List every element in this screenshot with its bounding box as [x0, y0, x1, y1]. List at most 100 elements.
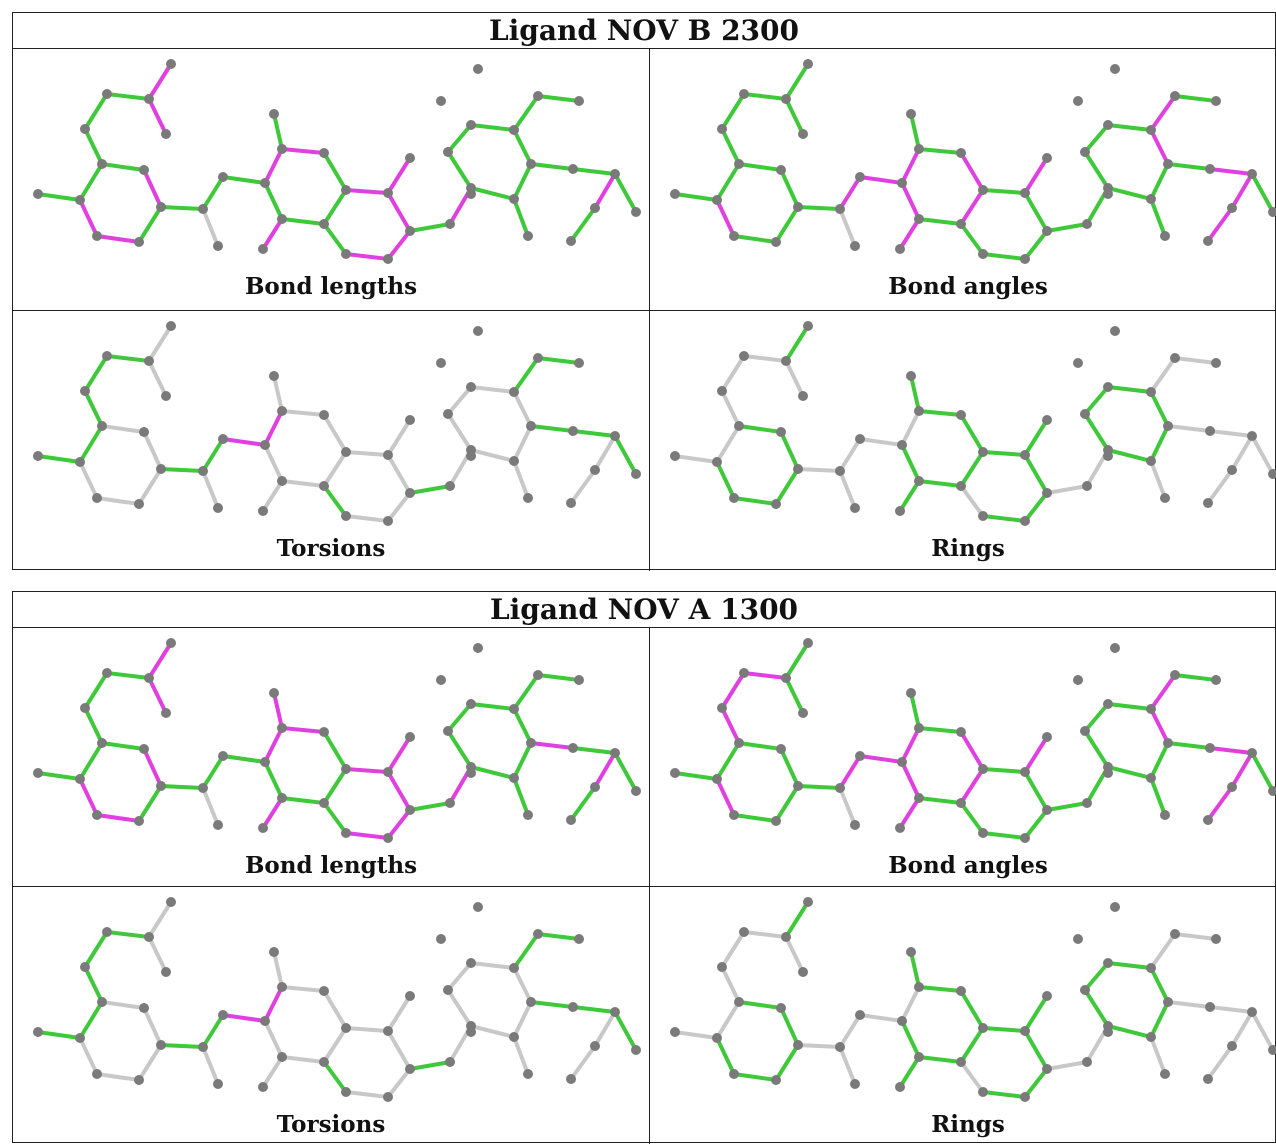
bond [446, 988, 473, 1028]
atom [134, 816, 144, 826]
atom [956, 1057, 966, 1067]
bond-ok [1166, 162, 1212, 171]
atom [568, 743, 578, 753]
atom [978, 764, 988, 774]
atom [405, 732, 415, 742]
bond-ok [322, 767, 348, 805]
ligand-structure-diagram [33, 638, 641, 843]
atom [383, 516, 393, 526]
bond-ok [100, 741, 146, 751]
atom [139, 744, 149, 754]
atom [319, 986, 329, 996]
atom [319, 481, 329, 491]
bond [95, 1072, 141, 1082]
bond [201, 207, 220, 248]
bond-outlier [386, 735, 412, 774]
bond-outlier [742, 671, 788, 680]
bond [838, 1045, 857, 1086]
atom [1247, 1007, 1257, 1017]
atom [1073, 675, 1083, 685]
ligand-structure-diagram [670, 321, 1276, 526]
atom [1110, 902, 1120, 912]
atom [914, 406, 924, 416]
atom [734, 997, 744, 1007]
cell-label: Bond angles [888, 852, 1048, 879]
bond-ok [959, 1026, 985, 1064]
panel-grid: Bond lengths Bond angles Torsions Rings [13, 628, 1276, 1144]
bond [512, 1000, 533, 1039]
atom [258, 823, 268, 833]
bond [838, 1013, 862, 1049]
atom [568, 426, 578, 436]
bond-outlier [1208, 746, 1254, 755]
bond-outlier [838, 754, 862, 790]
atom [1042, 226, 1052, 236]
bond-outlier [272, 691, 284, 730]
atom [198, 466, 208, 476]
bond [386, 453, 412, 495]
bond-outlier [593, 172, 617, 210]
bond-ok [917, 796, 963, 805]
atom [1110, 326, 1120, 336]
atom [670, 1027, 680, 1037]
bond [201, 469, 220, 510]
atom [906, 371, 916, 381]
bond-ok [536, 673, 581, 682]
bond-ok [322, 484, 348, 518]
atom [1146, 773, 1156, 783]
bond-ok [732, 496, 778, 506]
bond-ok [1106, 448, 1153, 463]
atom [1020, 833, 1030, 843]
atom [803, 321, 813, 331]
atom [1146, 1032, 1156, 1042]
bond [446, 412, 473, 452]
bond-ok [512, 94, 540, 132]
atom [218, 434, 228, 444]
atom [1203, 498, 1213, 508]
atom [436, 934, 446, 944]
cell-bond-lengths: Bond lengths [13, 628, 649, 885]
bond-ok [536, 356, 581, 365]
bond [1045, 484, 1089, 495]
bond [720, 389, 741, 428]
atom [319, 219, 329, 229]
bond-outlier [1206, 785, 1234, 822]
bond-ok [159, 467, 205, 473]
atom [978, 828, 988, 838]
panel-ligand-a: Ligand NOV A 1300 Bond lengths Bond angl… [12, 591, 1276, 1144]
bond-ok [715, 741, 741, 781]
atom [1082, 798, 1092, 808]
bond-ok [83, 965, 104, 1004]
atom [533, 670, 543, 680]
bond-ok [737, 741, 783, 751]
bond [137, 467, 163, 506]
bond-ok [408, 801, 452, 812]
bond [201, 1045, 220, 1086]
ligand-structure-diagram [670, 897, 1276, 1102]
bond-ok [36, 454, 82, 464]
atom [729, 231, 739, 241]
atom [473, 326, 483, 336]
bond-ok [83, 706, 104, 745]
bond-ok [571, 167, 617, 176]
atom [319, 727, 329, 737]
bond [344, 1090, 390, 1099]
atom [717, 962, 727, 972]
atom [260, 757, 270, 767]
bond-ok [529, 1000, 575, 1009]
bond [720, 930, 746, 969]
bond [1208, 429, 1254, 438]
atom [383, 1026, 393, 1036]
bond-ok [784, 900, 810, 939]
bond [1173, 932, 1218, 941]
atom [166, 897, 176, 907]
bond-ok [909, 691, 921, 730]
bond [1166, 424, 1212, 433]
atom [835, 783, 845, 793]
bond-ok [613, 434, 638, 476]
atom [717, 124, 727, 134]
atom [670, 768, 680, 778]
atom [956, 219, 966, 229]
atom [729, 810, 739, 820]
atom [258, 1082, 268, 1092]
